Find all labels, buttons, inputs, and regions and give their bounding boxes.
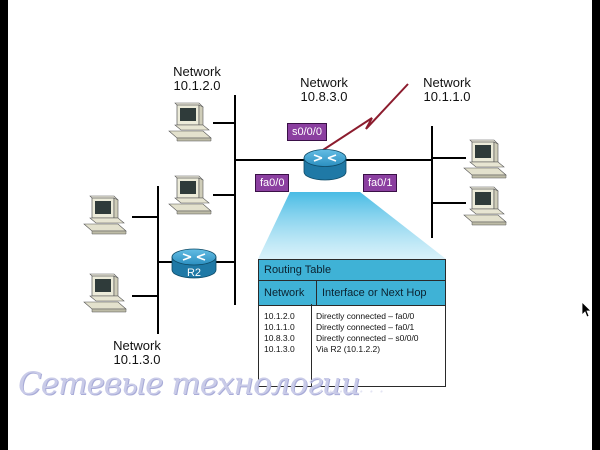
table-row: 10.8.3.0 Directly connected – s0/0/0: [259, 333, 445, 344]
row-network: 10.1.1.0: [264, 322, 295, 332]
row-hop: Directly connected – fa0/1: [316, 322, 415, 332]
routing-table-rows: 10.1.2.0 Directly connected – fa0/0 10.1…: [259, 306, 445, 355]
table-row: 10.1.1.0 Directly connected – fa0/1: [259, 322, 445, 333]
routing-table-beam: [258, 192, 446, 259]
column-header-interface: Interface or Next Hop: [322, 287, 427, 299]
pc-icon: [463, 186, 507, 226]
table-row: 10.1.3.0 Via R2 (10.1.2.2): [259, 344, 445, 355]
watermark-url-blur: · · · · · · ·: [318, 382, 385, 401]
network-diagram: [83, 83, 507, 334]
interface-label-fa0-1: fa0/1: [363, 174, 398, 192]
interface-label-fa0-0: fa0/0: [255, 174, 290, 192]
pc-icon: [168, 102, 212, 142]
interface-label-s0-0-0: s0/0/0: [287, 123, 327, 141]
pc-icon: [83, 195, 127, 235]
row-hop: Directly connected – s0/0/0: [316, 333, 419, 343]
column-divider: [311, 304, 312, 386]
pc-icon: [168, 175, 212, 215]
routing-table-header: Network Interface or Next Hop: [259, 281, 445, 306]
main-router-icon: [303, 149, 347, 181]
router-r2-label: R2: [186, 267, 202, 279]
row-network: 10.1.3.0: [264, 344, 295, 354]
mouse-cursor-icon: [582, 302, 592, 318]
row-network: 10.1.2.0: [264, 311, 295, 321]
row-network: 10.8.3.0: [264, 333, 295, 343]
row-hop: Via R2 (10.1.2.2): [316, 344, 381, 354]
column-header-network: Network: [259, 281, 317, 305]
routing-table-title: Routing Table: [259, 260, 445, 281]
serial-link: [322, 83, 409, 151]
pc-icon: [83, 273, 127, 313]
router-r2-icon: [171, 248, 217, 279]
pc-icon: [463, 139, 507, 179]
row-hop: Directly connected – fa0/0: [316, 311, 415, 321]
table-row: 10.1.2.0 Directly connected – fa0/0: [259, 311, 445, 322]
routing-table: Routing Table Network Interface or Next …: [258, 259, 446, 387]
watermark-text: Сетевые технологии: [18, 366, 361, 402]
